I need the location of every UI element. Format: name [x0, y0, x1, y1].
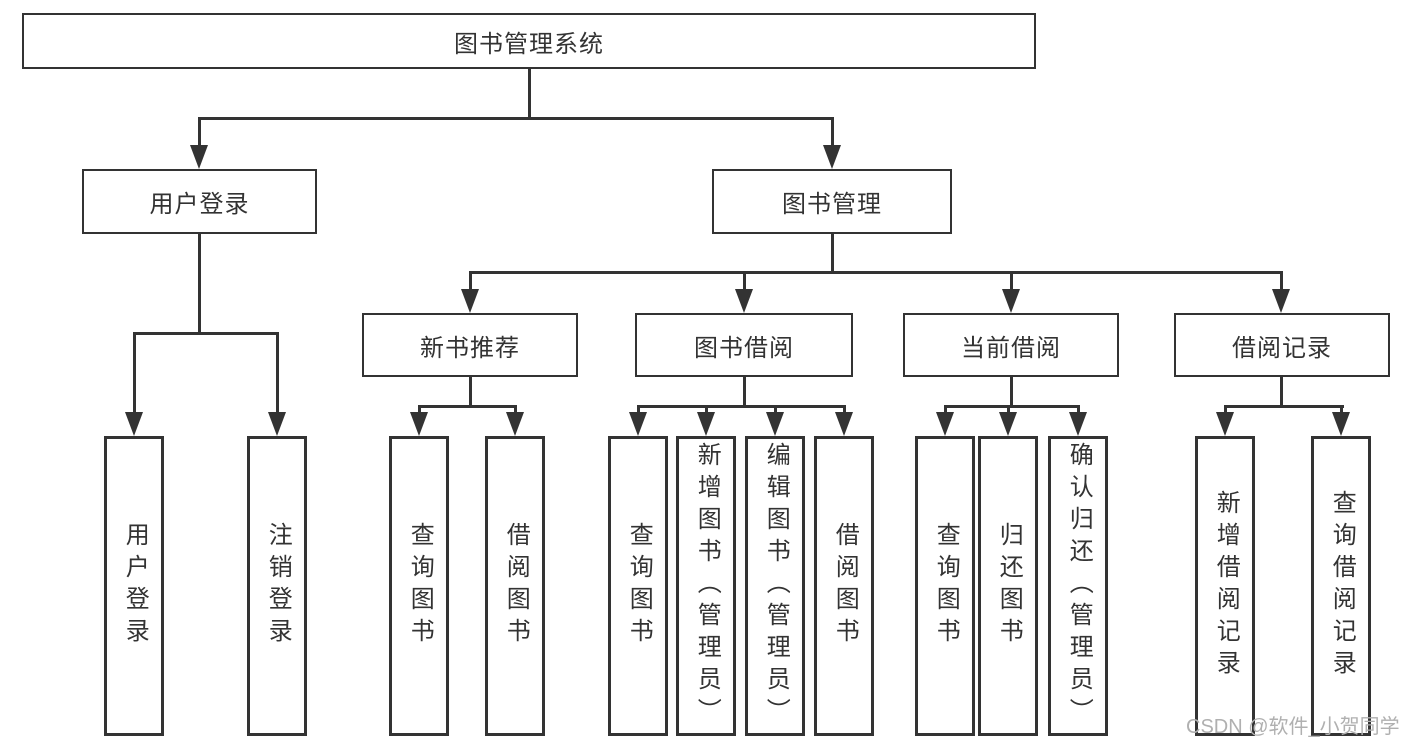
connector-line: [1224, 405, 1227, 414]
connector-line: [705, 405, 708, 414]
node-login-logout: 注销登录: [247, 436, 307, 736]
node-rec-borrow-books: 借阅图书: [485, 436, 545, 736]
arrow-down-icon: [125, 412, 143, 436]
connector-line: [198, 117, 201, 149]
node-borrow-borrow-books: 借阅图书: [814, 436, 874, 736]
node-label: 图书管理: [782, 191, 882, 218]
connector-line: [637, 405, 640, 414]
node-borrow-add-books-admin: 新增图书（管理员）: [676, 436, 736, 736]
arrow-down-icon: [1002, 289, 1020, 313]
node-label: 当前借阅: [961, 334, 1061, 362]
connector-line: [1010, 271, 1013, 291]
node-user-login: 用户登录: [82, 169, 317, 234]
connector-line: [133, 332, 279, 335]
node-current-return-books: 归还图书: [978, 436, 1038, 736]
node-book-borrowing: 图书借阅: [635, 313, 853, 377]
arrow-down-icon: [629, 412, 647, 436]
node-book-management: 图书管理: [712, 169, 952, 234]
node-label: 查询图书: [932, 522, 960, 650]
connector-line: [418, 405, 517, 408]
node-label: 借阅图书: [831, 522, 859, 650]
arrow-down-icon: [1216, 412, 1234, 436]
connector-line: [1224, 405, 1344, 408]
node-label: 归还图书: [995, 522, 1023, 650]
arrow-down-icon: [461, 289, 479, 313]
node-label: 新书推荐: [420, 334, 520, 362]
connector-line: [1280, 271, 1283, 291]
node-label: 新增借阅记录: [1212, 490, 1240, 682]
connector-line: [198, 117, 833, 120]
node-borrowing-records: 借阅记录: [1174, 313, 1390, 377]
connector-line: [1007, 405, 1010, 414]
connector-line: [276, 332, 279, 415]
node-label: 图书借阅: [694, 334, 794, 362]
arrow-down-icon: [999, 412, 1017, 436]
connector-line: [133, 332, 136, 415]
arrow-down-icon: [268, 412, 286, 436]
node-library-management-system: 图书管理系统: [22, 13, 1036, 69]
node-label: 用户登录: [121, 522, 149, 650]
arrow-down-icon: [735, 289, 753, 313]
arrow-down-icon: [766, 412, 784, 436]
connector-line: [774, 405, 777, 414]
node-borrow-query-books: 查询图书: [608, 436, 668, 736]
node-label: 查询借阅记录: [1328, 490, 1356, 682]
connector-line: [1280, 377, 1283, 407]
arrow-down-icon: [697, 412, 715, 436]
connector-line: [843, 405, 846, 414]
connector-line: [1077, 405, 1080, 414]
node-label: 借阅记录: [1232, 334, 1332, 362]
connector-line: [944, 405, 1080, 408]
connector-line: [469, 377, 472, 407]
connector-line: [944, 405, 947, 414]
connector-line: [418, 405, 421, 414]
connector-line: [831, 117, 834, 149]
arrow-down-icon: [1069, 412, 1087, 436]
node-label: 查询图书: [625, 522, 653, 650]
node-current-confirm-return-admin: 确认归还（管理员）: [1048, 436, 1108, 736]
node-label: 图书管理系统: [454, 30, 604, 58]
node-current-query-books: 查询图书: [915, 436, 975, 736]
connector-line: [198, 234, 201, 334]
connector-line: [514, 405, 517, 414]
connector-line: [528, 69, 531, 118]
arrow-down-icon: [936, 412, 954, 436]
node-records-query-record: 查询借阅记录: [1311, 436, 1371, 736]
arrow-down-icon: [823, 145, 841, 169]
connector-line: [831, 234, 834, 273]
arrow-down-icon: [835, 412, 853, 436]
node-label: 确认归还（管理员）: [1065, 442, 1093, 730]
node-label: 查询图书: [406, 522, 434, 650]
connector-line: [1340, 405, 1343, 414]
connector-line: [1010, 377, 1013, 407]
arrow-down-icon: [1332, 412, 1350, 436]
connector-line: [743, 271, 746, 291]
node-label: 借阅图书: [502, 522, 530, 650]
node-rec-query-books: 查询图书: [389, 436, 449, 736]
arrow-down-icon: [1272, 289, 1290, 313]
arrow-down-icon: [190, 145, 208, 169]
node-label: 用户登录: [149, 191, 250, 218]
node-label: 编辑图书（管理员）: [762, 442, 790, 730]
node-records-add-record: 新增借阅记录: [1195, 436, 1255, 736]
node-borrow-edit-books-admin: 编辑图书（管理员）: [745, 436, 805, 736]
connector-line: [469, 271, 472, 291]
connector-line: [637, 405, 846, 408]
node-current-borrowing: 当前借阅: [903, 313, 1119, 377]
arrow-down-icon: [410, 412, 428, 436]
node-login-user-login: 用户登录: [104, 436, 164, 736]
connector-line: [743, 377, 746, 407]
node-label: 新增图书（管理员）: [693, 442, 721, 730]
arrow-down-icon: [506, 412, 524, 436]
node-new-book-recommendation: 新书推荐: [362, 313, 578, 377]
node-label: 注销登录: [264, 522, 292, 650]
watermark-text: CSDN @软件_小贺同学: [1186, 716, 1400, 738]
connector-line: [469, 271, 1283, 274]
